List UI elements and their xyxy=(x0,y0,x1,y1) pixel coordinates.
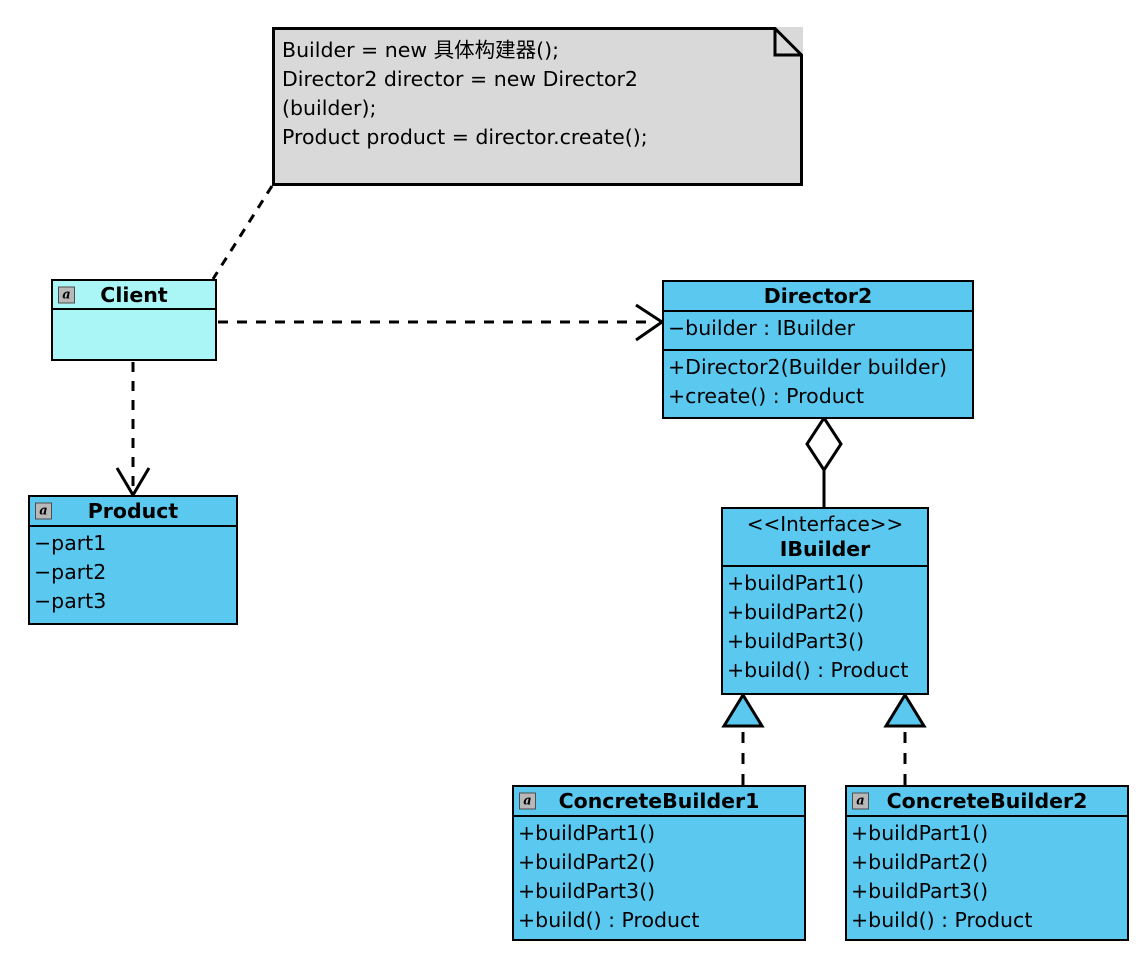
class-name-director2: Director2 xyxy=(763,284,873,308)
class-operation: +build() : Product xyxy=(851,908,1033,932)
class-operations-director2: +Director2(Builder builder) +create() : … xyxy=(664,349,972,417)
class-operations-concrete-builder-2: +buildPart1() +buildPart2() +buildPart3(… xyxy=(847,817,1127,939)
class-header-ibuilder: <<Interface>> IBuilder xyxy=(723,509,927,567)
class-operation: +create() : Product xyxy=(668,384,865,408)
class-name-client: Client xyxy=(100,282,168,307)
class-body-client xyxy=(53,310,215,359)
aggregation-hollow-diamond xyxy=(805,415,843,473)
class-operation: +Director2(Builder builder) xyxy=(668,355,948,379)
class-name-product: Product xyxy=(87,499,179,523)
class-icon: a xyxy=(58,286,75,303)
class-icon: a xyxy=(35,502,52,520)
class-attributes-director2: −builder : IBuilder xyxy=(664,312,972,349)
class-operation: +buildPart2() xyxy=(727,600,865,624)
class-operation: +build() : Product xyxy=(518,908,700,932)
class-name-concrete-builder-2: ConcreteBuilder2 xyxy=(886,789,1088,813)
class-operation: +build() : Product xyxy=(727,658,909,682)
class-operation: +buildPart2() xyxy=(851,850,989,874)
class-attribute: −part1 xyxy=(34,531,107,555)
class-header-director2: Director2 xyxy=(664,282,972,312)
class-operation: +buildPart1() xyxy=(518,821,656,845)
class-header-concrete-builder-1: a ConcreteBuilder1 xyxy=(514,787,804,817)
class-box-product[interactable]: a Product −part1 −part2 −part3 xyxy=(28,495,238,625)
class-name-ibuilder: IBuilder xyxy=(779,537,871,561)
class-header-client: a Client xyxy=(53,281,215,310)
class-attribute: −part2 xyxy=(34,560,107,584)
class-stereotype-ibuilder: <<Interface>> xyxy=(746,512,904,536)
class-attributes-product: −part1 −part2 −part3 xyxy=(30,527,236,623)
note-shape xyxy=(272,27,803,186)
class-header-concrete-builder-2: a ConcreteBuilder2 xyxy=(847,787,1127,817)
note-link-line xyxy=(211,185,274,280)
class-operations-ibuilder: +buildPart1() +buildPart2() +buildPart3(… xyxy=(723,567,927,693)
class-operation: +buildPart3() xyxy=(727,629,865,653)
class-header-product: a Product xyxy=(30,497,236,527)
class-box-concrete-builder-1[interactable]: a ConcreteBuilder1 +buildPart1() +buildP… xyxy=(512,785,806,941)
class-operations-concrete-builder-1: +buildPart1() +buildPart2() +buildPart3(… xyxy=(514,817,804,939)
realization-cb1-hollow-triangle xyxy=(721,692,765,728)
code-note: Builder = new 具体构建器(); Director2 directo… xyxy=(272,27,803,186)
realization-cb2-hollow-triangle xyxy=(883,692,927,728)
class-box-ibuilder[interactable]: <<Interface>> IBuilder +buildPart1() +bu… xyxy=(721,507,929,695)
dependency-client-product-arrowhead xyxy=(115,467,151,498)
class-box-director2[interactable]: Director2 −builder : IBuilder +Director2… xyxy=(662,280,974,419)
class-box-concrete-builder-2[interactable]: a ConcreteBuilder2 +buildPart1() +buildP… xyxy=(845,785,1129,941)
note-text: Builder = new 具体构建器(); Director2 directo… xyxy=(282,38,648,149)
dependency-client-director2-arrowhead xyxy=(635,303,665,342)
class-attribute: −part3 xyxy=(34,589,107,613)
class-box-client[interactable]: a Client xyxy=(51,279,217,361)
class-icon: a xyxy=(519,792,536,810)
class-icon: a xyxy=(852,792,869,810)
class-operation: +buildPart1() xyxy=(727,571,865,595)
class-name-concrete-builder-1: ConcreteBuilder1 xyxy=(558,789,760,813)
class-attribute: −builder : IBuilder xyxy=(668,316,856,340)
class-operation: +buildPart3() xyxy=(518,879,656,903)
class-operation: +buildPart2() xyxy=(518,850,656,874)
class-operation: +buildPart1() xyxy=(851,821,989,845)
class-operation: +buildPart3() xyxy=(851,879,989,903)
